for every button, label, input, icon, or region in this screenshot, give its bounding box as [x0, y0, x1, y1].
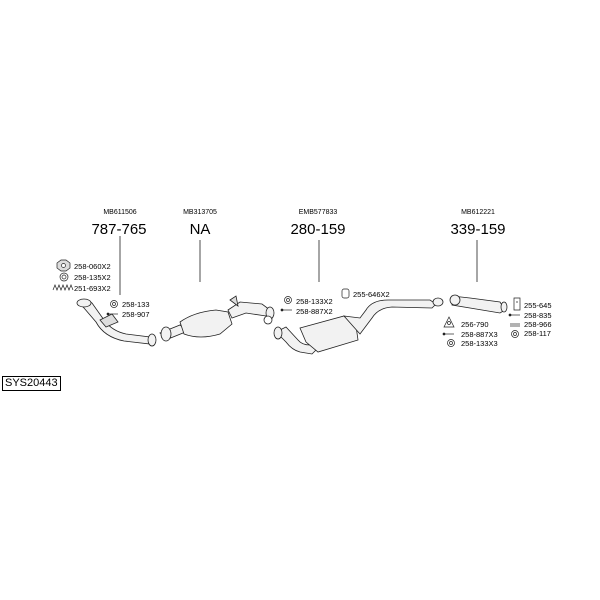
part-label: 258-966: [524, 320, 552, 329]
part-label: 258-133X3: [461, 339, 498, 348]
gasket-ring-icon: [59, 272, 69, 282]
tail-pipe: [449, 294, 508, 314]
oem-number: MB611506: [103, 209, 137, 216]
part-label: 256-790: [461, 320, 489, 329]
rear-silencer: [273, 297, 444, 355]
gasket-ring-icon: [284, 296, 292, 304]
part-number: 339-159: [450, 221, 506, 238]
oem-number: MB313705: [183, 209, 217, 216]
spring-icon: [52, 284, 74, 291]
part-label: 258-907: [122, 310, 150, 319]
oem-number: MB612221: [461, 209, 495, 216]
part-label: 258-135X2: [74, 273, 111, 282]
part-number: 280-159: [290, 221, 346, 238]
part-label: 258-835: [524, 311, 552, 320]
part-label: 258-887X3: [461, 330, 498, 339]
part-label: 258-117: [524, 329, 551, 338]
clamp-icon: [513, 297, 521, 311]
part-number: 787-765: [91, 221, 147, 238]
rubber-mount-icon: [341, 288, 350, 299]
oem-number: EMB577833: [298, 209, 338, 216]
part-number: NA: [189, 221, 211, 238]
gasket-ring-icon: [110, 300, 118, 308]
system-code: SYS20443: [2, 376, 61, 391]
front-pipe: [76, 298, 157, 347]
part-label: 258-060X2: [74, 262, 111, 271]
gasket-ring-icon: [511, 330, 519, 338]
part-label: 258-133X2: [296, 297, 333, 306]
part-label: 258-133: [122, 300, 150, 309]
part-label: 255-645: [524, 301, 552, 310]
part-label: 251-693X2: [74, 284, 111, 293]
gasket-ring-icon: [447, 339, 455, 347]
center-pipe: [159, 295, 275, 342]
part-label: 255-646X2: [353, 290, 390, 299]
part-label: 258-887X2: [296, 307, 333, 316]
hanger-icon: [443, 316, 455, 328]
